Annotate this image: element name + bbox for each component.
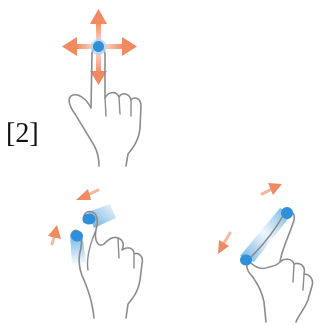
arrow-spread-lower-icon	[218, 231, 232, 254]
touch-point-lower	[71, 230, 83, 242]
arrow-spread-upper-icon	[260, 183, 282, 196]
hand-pinch-icon	[48, 188, 144, 319]
reference-label: [2]	[6, 118, 39, 149]
motion-trail-upper	[88, 204, 116, 228]
hand-drag-four-direction-icon	[62, 9, 142, 167]
arrow-left-icon	[62, 37, 94, 56]
touch-point-upper	[82, 213, 96, 225]
touch-point-upper	[281, 207, 293, 219]
touch-point	[93, 41, 104, 52]
arrow-right-icon	[104, 37, 137, 56]
touch-point-lower	[240, 254, 252, 266]
hand-spread-icon	[218, 183, 314, 323]
arrow-up-icon	[90, 9, 107, 42]
arrow-down-icon	[90, 52, 107, 85]
arrow-pinch-upper-icon	[76, 188, 100, 200]
arrow-pinch-lower-icon	[48, 225, 61, 246]
